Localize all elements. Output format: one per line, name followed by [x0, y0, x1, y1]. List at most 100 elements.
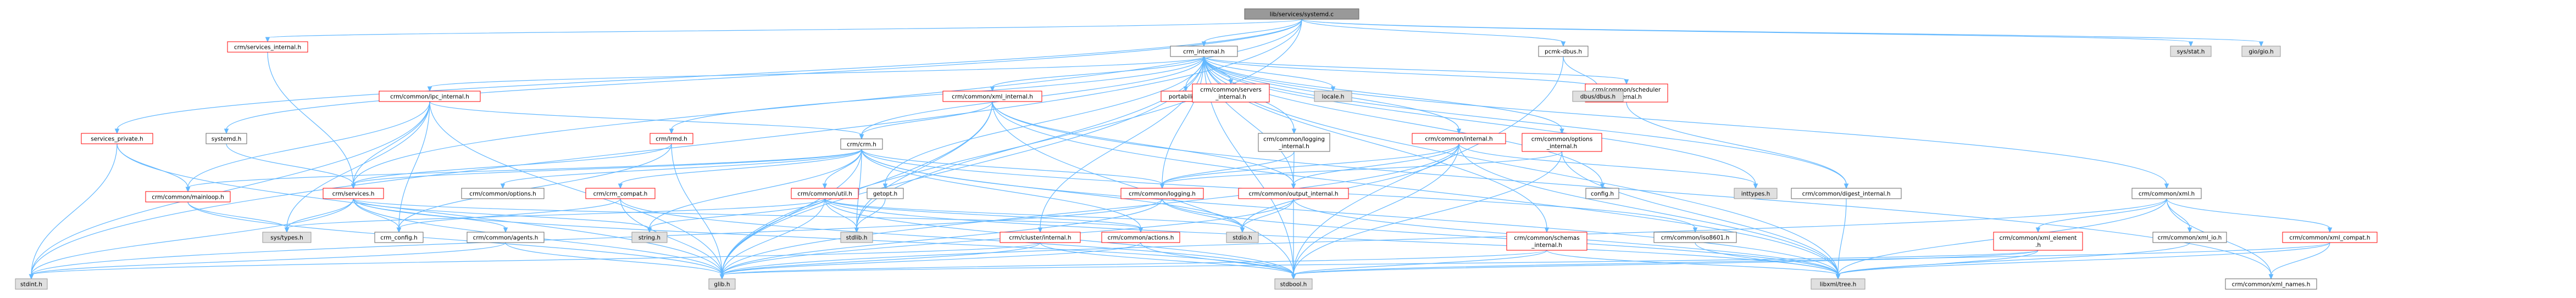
edge-crm-common-options-internal-h-to-libxml-tree-h — [1561, 151, 1839, 275]
edge-arrowhead — [1456, 128, 1462, 134]
edge-crm-internal-h-to-crm-common-ipc-internal-h — [429, 56, 1204, 88]
node-crm-common-xml-io-h[interactable]: crm/common/xml_io.h — [2152, 232, 2227, 243]
node-crm-common-schemas-internal-h[interactable]: crm/common/schemas_internal.h — [1506, 232, 1587, 251]
edge-getopt-h-to-stdlib-h — [856, 198, 886, 229]
edge-crm-common-xml-internal-h-to-crm-common-output-internal-h — [992, 101, 1294, 185]
node-box — [585, 188, 656, 199]
node-crm-common-servers-internal-h[interactable]: crm/common/servers_internal.h — [1192, 83, 1270, 103]
node-label: crm/common/xml_io.h — [2158, 235, 2222, 241]
node-crm-crm-compat-h[interactable]: crm/crm_compat.h — [585, 188, 656, 199]
node-config-h[interactable]: config.h — [1585, 188, 1619, 199]
node-box — [1811, 278, 1866, 290]
node-crm-common-xml-compat-h[interactable]: crm/common/xml_compat.h — [2282, 232, 2378, 243]
node-crm-common-xml-names-h[interactable]: crm/common/xml_names.h — [2225, 278, 2317, 290]
node-crm-common-options-internal-h[interactable]: crm/common/options_internal.h — [1522, 133, 1602, 152]
edge-arrowhead — [1037, 227, 1043, 233]
edge-crm-common-xml-h-to-crm-common-xml-compat-h — [2166, 198, 2330, 229]
edge-crm-lrmd-h-to-crm-config-h — [398, 143, 672, 229]
edge-crm-common-xml-compat-h-to-libxml-tree-h — [1837, 242, 2330, 275]
edge-crm-common-ipc-internal-h-to-stdint-h — [31, 101, 430, 275]
node-crm-common-iso8601-h[interactable]: crm/common/iso8601.h — [1653, 232, 1737, 243]
node-systemd-h[interactable]: systemd.h — [206, 133, 247, 144]
node-label: crm/common/servers — [1200, 87, 1262, 93]
edge-crm-services-h-to-crm-common-actions-h — [353, 198, 1141, 229]
edge-lib-services-systemd-c-to-pcmk-dbus-h — [1301, 19, 1564, 43]
node-crm-common-agents-h[interactable]: crm/common/agents.h — [467, 232, 545, 243]
node-crm-common-actions-h[interactable]: crm/common/actions.h — [1101, 232, 1180, 243]
edge-crm-common-internal-h-to-crm-common-logging-h — [1162, 143, 1459, 185]
node-label: lib/services/systemd.c — [1270, 12, 1334, 18]
node-box — [1506, 232, 1587, 251]
node-crm-common-util-h[interactable]: crm/common/util.h — [791, 188, 859, 199]
edge-arrowhead — [1835, 274, 1841, 280]
node-crm-common-options-h[interactable]: crm/common/options.h — [461, 188, 545, 199]
edge-arrowhead — [224, 128, 229, 134]
edge-crm-common-actions-h-to-glib-h — [721, 242, 1141, 275]
node-box — [1734, 188, 1778, 199]
edge-crm-common-ipc-internal-h-to-crm-config-h — [398, 101, 430, 229]
edge-crm-internal-h-to-getopt-h — [885, 56, 1204, 185]
edge-crm-common-ipc-internal-h-to-glib-h — [429, 101, 723, 275]
edge-crm-internal-h-to-crm-common-scheduler-internal-h — [1203, 56, 1627, 81]
edge-arrowhead — [882, 183, 888, 189]
edge-arrowhead — [396, 227, 402, 233]
node-label: pcmk-dbus.h — [1545, 49, 1582, 55]
node-label: crm/common/iso8601.h — [1661, 235, 1729, 241]
node-crm-cluster-internal-h[interactable]: crm/cluster/internal.h — [1000, 232, 1081, 243]
edge-crm-lrmd-h-to-glib-h — [671, 143, 723, 275]
edge-crm-internal-h-to-locale-h — [1203, 56, 1334, 88]
node-crm-internal-h[interactable]: crm_internal.h — [1170, 46, 1238, 57]
edge-lib-services-systemd-c-to-gio-gio-h — [1301, 19, 2262, 43]
node-box — [1791, 188, 1902, 199]
edge-crm-common-util-h-to-stdlib-h — [824, 198, 857, 229]
node-lib-services-systemd-c[interactable]: lib/services/systemd.c — [1244, 8, 1359, 20]
node-crm-services-internal-h[interactable]: crm/services_internal.h — [227, 41, 308, 53]
node-crm-crm-h[interactable]: crm/crm.h — [840, 138, 883, 150]
node-crm-common-ipc-internal-h[interactable]: crm/common/ipc_internal.h — [379, 91, 481, 102]
node-label: crm/common/actions.h — [1108, 235, 1174, 241]
edge-arrowhead — [500, 183, 506, 189]
edge-arrowhead — [185, 187, 191, 193]
node-label: inttypes.h — [1741, 191, 1770, 198]
edge-crm-internal-h-to-crm-common-digest-internal-h — [1203, 56, 1847, 185]
edge-arrowhead — [351, 183, 356, 189]
node-box — [2241, 46, 2281, 57]
node-crm-common-xml-element-h[interactable]: crm/common/xml_element.h — [1993, 232, 2083, 251]
node-crm-common-logging-internal-h[interactable]: crm/common/logging_internal.h — [1258, 133, 1330, 152]
edge-crm-cluster-internal-h-to-stdbool-h — [1040, 242, 1294, 275]
edge-crm-common-xml-h-to-crm-common-xml-io-h — [2166, 198, 2190, 229]
node-stdio-h: stdio.h — [1226, 232, 1259, 243]
edge-crm-common-xml-io-h-to-libxml-tree-h — [1837, 242, 2190, 275]
edge-crm-services-h-to-string-h — [353, 198, 650, 229]
node-crm-common-internal-h[interactable]: crm/common/internal.h — [1412, 133, 1506, 144]
node-locale-h: locale.h — [1314, 91, 1352, 102]
node-crm-services-h[interactable]: crm/services.h — [323, 188, 384, 199]
node-crm-common-xml-h[interactable]: crm/common/xml.h — [2131, 188, 2202, 199]
edge-arrowhead — [29, 274, 34, 280]
edge-arrowhead — [1291, 128, 1297, 134]
edge-crm-crm-h-to-string-h — [649, 149, 862, 229]
node-sys-types-h: sys/types.h — [262, 232, 312, 243]
node-crm-common-digest-internal-h[interactable]: crm/common/digest_internal.h — [1791, 188, 1902, 199]
edge-crm-common-iso8601-h-to-libxml-tree-h — [1695, 242, 1839, 275]
node-box — [1170, 46, 1238, 57]
edge-lib-services-systemd-c-to-systemd-h — [226, 19, 1302, 130]
node-pcmk-dbus-h[interactable]: pcmk-dbus.h — [1538, 46, 1589, 57]
edge-arrowhead — [2187, 227, 2192, 233]
edge-arrowhead — [1159, 183, 1165, 189]
node-libxml-tree-h: libxml/tree.h — [1811, 278, 1866, 290]
node-crm-common-mainloop-h[interactable]: crm/common/mainloop.h — [145, 191, 231, 203]
node-crm-common-logging-h[interactable]: crm/common/logging.h — [1120, 188, 1204, 199]
node-crm-lrmd-h[interactable]: crm/lrmd.h — [649, 133, 693, 144]
node-box — [2225, 278, 2317, 290]
node-box — [1258, 133, 1330, 152]
edge-crm-common-schemas-internal-h-to-stdbool-h — [1293, 250, 1547, 275]
node-services-private-h[interactable]: services_private.h — [81, 133, 153, 144]
node-box — [1000, 232, 1081, 243]
node-crm-common-xml-internal-h[interactable]: crm/common/xml_internal.h — [942, 91, 1042, 102]
node-inttypes-h: inttypes.h — [1734, 188, 1778, 199]
node-label: crm/services.h — [332, 191, 375, 198]
node-getopt-h[interactable]: getopt.h — [867, 188, 904, 199]
node-crm-common-output-internal-h[interactable]: crm/common/output_internal.h — [1238, 188, 1349, 199]
node-crm-config-h[interactable]: crm_config.h — [374, 232, 424, 243]
